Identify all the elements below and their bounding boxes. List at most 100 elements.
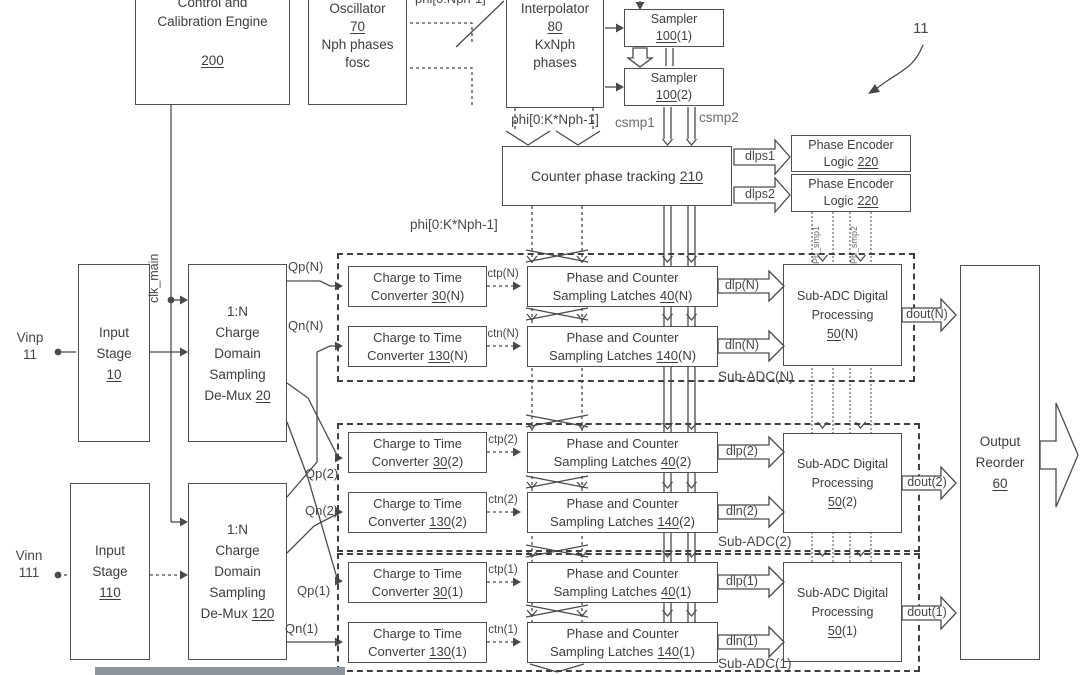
signal-ph-smp1: Ph_smp1 — [811, 225, 821, 264]
signal-vinp-num: 11 — [22, 347, 37, 362]
block-output-reorder: Output Reorder 60 — [960, 265, 1040, 660]
block-line: Calibration Engine — [157, 14, 268, 29]
signal-dl-label: dlp(N) — [724, 278, 760, 292]
block-line: phases — [533, 55, 577, 70]
signal-ct-label: ctn(1) — [488, 624, 518, 636]
signal-dl-label: dln(N) — [724, 338, 760, 352]
signal-dlps2: dlps2 — [745, 187, 775, 201]
ref-numeral: 200 — [201, 53, 224, 68]
block-line: Input — [98, 324, 130, 340]
signal-dl-label: dlp(1) — [726, 574, 758, 588]
block-calibration-engine: Control and Calibration Engine 200 — [135, 0, 290, 105]
block-line: Phase Encoder — [808, 137, 894, 152]
block-line: Interpolator — [520, 1, 590, 16]
signal-phi-bus: phi[0:K*Nph-1] — [410, 217, 498, 232]
block-line: 50(2) — [827, 494, 858, 509]
block-line: Processing — [811, 604, 874, 619]
block-oscillator: Oscillator 70 Nph phases fosc — [308, 0, 407, 105]
signal-csmp2: csmp2 — [699, 110, 739, 125]
block-line: Sub-ADC Digital — [796, 585, 888, 600]
block-line: Phase and Counter — [566, 435, 679, 451]
block-line: Phase and Counter — [566, 269, 679, 285]
signal-dout-label: dout(1) — [907, 605, 947, 619]
signal-vinn: Vinn 111 — [6, 547, 52, 581]
signal-dlps1: dlps1 — [745, 149, 775, 163]
signal-qp-n: Qp(N) — [288, 259, 324, 274]
signal-ph-smp2: Ph_smp2 — [849, 225, 859, 264]
block-line: Sampling — [209, 585, 266, 600]
block-line: Sampling — [209, 366, 266, 382]
block-line: 50(N) — [826, 326, 859, 341]
block-line: Domain — [214, 564, 261, 579]
signal-qp-2: Qp(2) — [305, 466, 339, 481]
sub-adc-group-label: Sub-ADC(1) — [718, 656, 792, 671]
block-line: 100(2) — [655, 88, 693, 102]
signal-dl-label: dln(2) — [726, 504, 758, 518]
block-line: 1:N — [226, 522, 248, 537]
signal-ct-label: ctp(2) — [488, 434, 518, 446]
signal-phi-interp: phi[0:K*Nph-1] — [511, 112, 599, 127]
block-line: Phase and Counter — [566, 565, 679, 581]
signal-vinp-name: Vinp — [16, 330, 44, 345]
block-line: Stage — [96, 345, 132, 361]
signal-csmp1: csmp1 — [615, 115, 655, 130]
block-sampler-1: Sampler 100(1) — [624, 9, 724, 47]
block-line: 100(1) — [655, 29, 693, 43]
ref-numeral: 10 — [106, 366, 122, 382]
figure-ref-numeral: 11 — [913, 20, 929, 37]
block-line: Input — [94, 543, 126, 558]
block-input-stage-p: Input Stage 10 — [78, 264, 150, 442]
block-line: KxNph — [534, 37, 576, 52]
block-line: Sub-ADC Digital — [796, 456, 888, 471]
signal-clk-main: clk_main — [147, 253, 161, 303]
block-line: Charge — [215, 543, 260, 558]
block-line: Reorder — [975, 455, 1025, 470]
block-line: Phase and Counter — [566, 625, 679, 641]
block-line: Charge to Time — [373, 625, 462, 641]
block-line: Charge to Time — [373, 495, 462, 511]
ref-numeral: 110 — [99, 585, 121, 600]
signal-ct-label: ctp(N) — [487, 268, 519, 280]
block-line: Charge to Time — [373, 565, 462, 581]
ref-numeral: 80 — [547, 19, 563, 34]
block-line: Domain — [214, 345, 261, 361]
block-line: Charge to Time — [373, 269, 462, 285]
sub-adc-group-label: Sub-ADC(N) — [718, 369, 794, 384]
block-line: Output — [979, 434, 1021, 449]
